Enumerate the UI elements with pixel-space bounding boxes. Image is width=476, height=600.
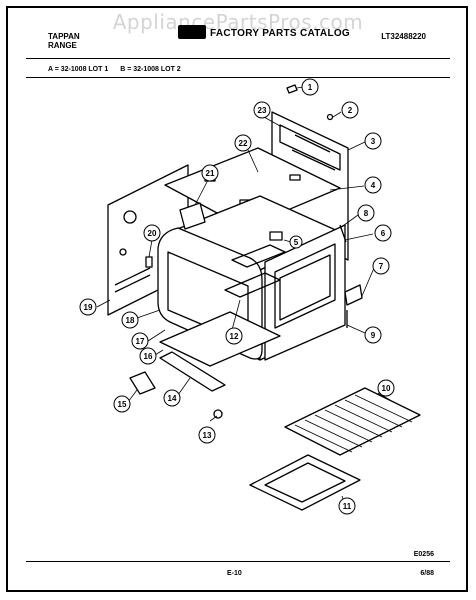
brand-block: TAPPAN RANGE [48,32,80,50]
svg-text:10: 10 [382,384,391,393]
svg-text:21: 21 [206,169,215,178]
svg-text:2: 2 [348,106,353,115]
svg-text:7: 7 [379,262,384,271]
svg-text:12: 12 [230,332,239,341]
svg-text:15: 15 [118,400,127,409]
svg-text:13: 13 [203,431,212,440]
svg-text:19: 19 [84,303,93,312]
drawer-front [159,351,226,392]
svg-text:14: 14 [168,394,177,403]
callout-20: 20 [143,224,161,242]
lot-a: A = 32-1008 LOT 1 [48,66,109,73]
svg-text:22: 22 [239,139,248,148]
callout-9: 9 [364,326,382,344]
revision-date: 6/88 [420,570,434,577]
callout-6: 6 [374,224,392,242]
logo-icon [178,25,206,39]
page-frame [6,6,468,592]
svg-text:20: 20 [148,229,157,238]
callout-17: 17 [131,332,149,350]
svg-text:6: 6 [381,229,386,238]
lot-legend: A = 32-1008 LOT 1 B = 32-1008 LOT 2 [48,66,191,73]
footer-divider [26,561,450,562]
callout-23: 23 [253,101,271,119]
model-number: LT32488220 [381,32,426,41]
lot-divider [26,77,450,78]
callout-12: 12 [225,327,243,345]
callout-15: 15 [113,395,131,413]
diagram-code: E0256 [413,551,434,558]
callout-13: 13 [198,426,216,444]
callout-16: 16 [139,347,157,365]
catalog-title: FACTORY PARTS CATALOG [210,28,351,39]
callout-22: 22 [234,134,252,152]
callout-18: 18 [121,311,139,329]
svg-text:16: 16 [144,352,153,361]
lot-b: B = 32-1008 LOT 2 [120,66,181,73]
svg-text:4: 4 [371,181,376,190]
callout-10: 10 [377,379,395,397]
brand-line-2: RANGE [48,41,77,50]
svg-text:3: 3 [371,137,376,146]
callout-7: 7 [372,257,390,275]
svg-text:18: 18 [126,316,135,325]
callout-14: 14 [163,389,181,407]
oven-rack [284,387,421,456]
svg-text:5: 5 [294,238,299,247]
svg-text:1: 1 [308,83,313,92]
svg-text:17: 17 [136,337,145,346]
svg-text:8: 8 [364,209,369,218]
callout-4: 4 [364,176,382,194]
svg-text:11: 11 [343,502,352,511]
broiler-pan [249,454,361,511]
bottom-panel [159,311,281,367]
brand-line-1: TAPPAN [48,32,80,41]
watermark: AppliancePartsPros.com [112,10,364,34]
callout-1: 1 [301,78,319,96]
callout-19: 19 [79,298,97,316]
callout-21: 21 [201,164,219,182]
svg-text:9: 9 [371,331,376,340]
callout-5: 5 [289,235,303,249]
callout-8: 8 [357,204,375,222]
callout-3: 3 [364,132,382,150]
oven-door [264,224,346,361]
callout-11: 11 [338,497,356,515]
page-number: E-10 [227,570,242,577]
header-divider [26,58,450,59]
callout-2: 2 [341,101,359,119]
svg-text:23: 23 [258,106,267,115]
